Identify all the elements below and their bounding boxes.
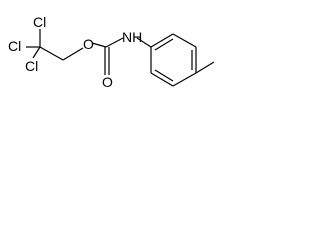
- bond-carbonyl-c-n: [105, 37, 124, 48]
- atom-cl-top: Cl: [33, 14, 46, 30]
- bond-n-ring: [136, 37, 152, 48]
- bond-c1-cl-bottom: [32, 46, 41, 59]
- structure-diagram: Cl Cl Cl O NH O: [0, 0, 237, 113]
- bond-ring-methyl: [195, 61, 215, 74]
- ring-inner-bond-c: [154, 69, 174, 82]
- ring-bond-1: [150, 33, 174, 48]
- molecule-drawing: Cl Cl Cl O NH O: [8, 14, 215, 90]
- atom-o-carbonyl: O: [102, 74, 113, 90]
- atom-cl-left: Cl: [8, 38, 21, 54]
- ring-inner-bond-a: [154, 38, 174, 51]
- ring-bond-2: [172, 33, 197, 48]
- bond-o-carbonyl-c: [91, 42, 107, 48]
- ring-bond-4: [172, 72, 197, 87]
- atom-o-ester: O: [83, 36, 94, 52]
- bond-c1-ch2: [39, 46, 64, 61]
- bond-ch2-o: [62, 47, 84, 61]
- atom-n-amide: NH: [122, 29, 142, 45]
- ring-bond-5: [150, 72, 174, 87]
- atom-cl-bottom: Cl: [25, 58, 38, 74]
